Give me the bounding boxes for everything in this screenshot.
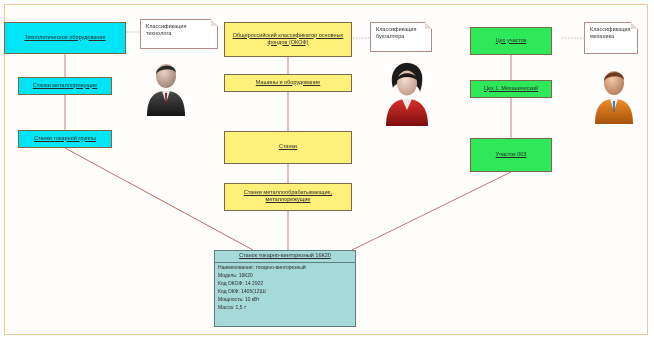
node-middle-3-label: Станки [278,144,297,151]
note-fold-icon [631,22,638,29]
node-left-1-label: Технологическое оборудование [24,34,106,41]
result-property-name: Наименование: токарно-винторезный [218,265,306,271]
note-fold-icon [211,19,218,26]
note-mechanic[interactable]: Классификация механика [584,22,638,54]
node-middle-4-label: Станки металлообрабатывающие, металлореж… [243,190,333,203]
link-left-to-result [64,147,254,251]
note-technologist-text: Классификация технолога [146,24,187,37]
node-left-3-label: Станки токарной группы [33,135,97,142]
node-middle-2[interactable]: Машины и оборудование [224,74,352,92]
node-right-3-label: Участок 003 [495,151,527,158]
result-property-mass: Масса: 1,5 т [218,305,247,311]
node-middle-1-label: Общероссийский классификатор основных фо… [232,32,344,46]
note-mechanic-text: Классификация механика [590,27,631,40]
node-left-1[interactable]: Технологическое оборудование [4,22,126,54]
node-middle-3[interactable]: Станки [224,131,352,164]
node-right-2[interactable]: Цех 1. Механический [470,80,552,98]
result-title: Станок токарно-винторезный 16К20 [239,253,331,259]
node-middle-1[interactable]: Общероссийский классификатор основных фо… [224,22,352,57]
result-node[interactable]: Станок токарно-винторезный 16К20 Наимено… [214,250,356,327]
node-left-2-label: Станки металлорежущие [32,82,98,89]
note-accountant-text: Классификация бухгалтера [376,27,417,40]
result-property-power: Мощность: 10 кВт [218,297,260,303]
note-technologist[interactable]: Классификация технолога [140,19,218,49]
result-property-okf: Код ОКФ: 1405(12)Ш [218,289,266,295]
node-right-3[interactable]: Участок 003 [470,138,552,172]
node-left-3[interactable]: Станки токарной группы [18,130,112,148]
node-right-1-label: Цех участок [495,37,527,44]
node-middle-4[interactable]: Станки металлообрабатывающие, металлореж… [224,183,352,211]
worker-icon [595,71,633,124]
note-accountant[interactable]: Классификация бухгалтера [370,22,432,52]
note-fold-icon [425,22,432,29]
node-right-2-label: Цех 1. Механический [483,85,539,92]
node-left-2[interactable]: Станки металлорежущие [18,77,112,95]
result-property-okof: Код ОКОФ: 14 2922 [218,281,264,287]
node-middle-2-label: Машины и оборудование [255,79,321,86]
result-property-model: Модель: 16К20 [218,273,253,279]
businessman-icon [147,64,185,116]
node-right-1[interactable]: Цех участок [470,27,552,55]
result-title-bar: Станок токарно-винторезный 16К20 [215,251,355,263]
link-right-to-result [351,171,512,251]
businesswoman-icon [386,62,428,126]
result-properties: Наименование: токарно-винторезный Модель… [218,264,352,312]
